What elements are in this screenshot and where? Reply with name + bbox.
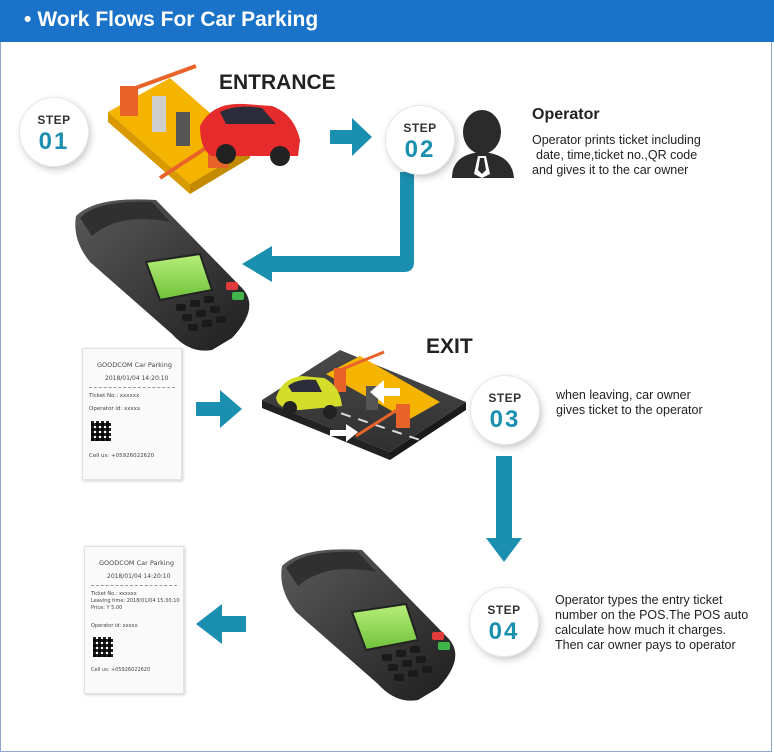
pos-terminal-1 [75,199,250,351]
ticket-title: GOODCOM Car Parking [97,361,172,369]
step-label: STEP [487,603,521,617]
ticket-number: Ticket No.: xxxxxx [91,591,137,597]
ticket-divider [89,387,175,388]
step-03-description: when leaving, car owner gives ticket to … [556,388,766,418]
ticket-datetime: 2018/01/04 14:20:10 [105,375,169,382]
step-label: STEP [488,391,522,405]
step-01-badge: STEP 01 [20,98,88,166]
pos-terminal-2 [281,549,456,701]
qr-code-icon [91,421,111,441]
step-number: 04 [488,618,520,645]
ticket-divider [91,585,177,586]
step-label: STEP [403,121,437,135]
arrow-step2-to-pos [242,172,414,282]
ticket-operator: Operator id: xxxxx [89,406,141,412]
step-04-description: Operator types the entry ticket number o… [555,593,770,653]
step-number: 02 [404,136,436,163]
ticket-datetime: 2018/01/04 14:20:10 [107,573,171,580]
desc-line: Operator types the entry ticket [555,593,723,607]
ticket-price: Price: Y 5.00 [91,605,123,611]
desc-line: and gives it to the car owner [532,163,689,177]
step-number: 01 [38,128,70,155]
desc-line: when leaving, car owner [556,388,691,402]
ticket-cell: Cell us: +05926022620 [91,667,151,673]
arrow-step3-to-step4 [486,456,522,562]
title-text: Work Flows For Car Parking [37,8,319,31]
entrance-illustration [108,64,300,194]
entry-ticket: GOODCOM Car Parking 2018/01/04 14:20:10 … [82,348,182,480]
desc-line: calculate how much it charges. [555,623,726,637]
operator-description: Operator prints ticket including date, t… [532,133,762,178]
ticket-title: GOODCOM Car Parking [99,559,174,567]
page-title: •Work Flows For Car Parking [24,8,318,32]
operator-title: Operator [532,106,600,123]
title-bullet: • [24,8,32,31]
step-02-badge: STEP 02 [386,106,454,174]
desc-line: Then car owner pays to operator [555,638,736,652]
ticket-cell: Cell us: +05926022620 [89,453,155,459]
ticket-number: Ticket No.: xxxxxx [89,393,140,399]
step-03-badge: STEP 03 [471,376,539,444]
step-number: 03 [489,406,521,433]
arrow-step1-to-step2 [330,118,372,156]
ticket-leaving-time: Leaving time: 2018/01/04 15:30:10 [91,598,180,604]
desc-line: date, time,ticket no.,QR code [536,148,698,162]
exit-heading: EXIT [426,335,473,358]
step-04-badge: STEP 04 [470,588,538,656]
qr-code-icon [93,637,113,657]
arrow-ticket-to-exit [196,390,242,428]
entrance-heading: ENTRANCE [219,71,336,94]
exit-illustration [262,350,466,460]
exit-ticket: GOODCOM Car Parking 2018/01/04 14:20:10 … [84,546,184,694]
ticket-operator: Operator id: xxxxx [91,623,138,629]
arrow-pos-to-ticket [196,604,246,644]
operator-icon [452,110,514,178]
desc-line: Operator prints ticket including [532,133,701,147]
desc-line: gives ticket to the operator [556,403,703,417]
desc-line: number on the POS.The POS auto [555,608,749,622]
step-label: STEP [37,113,71,127]
header-bar: •Work Flows For Car Parking [0,0,774,42]
